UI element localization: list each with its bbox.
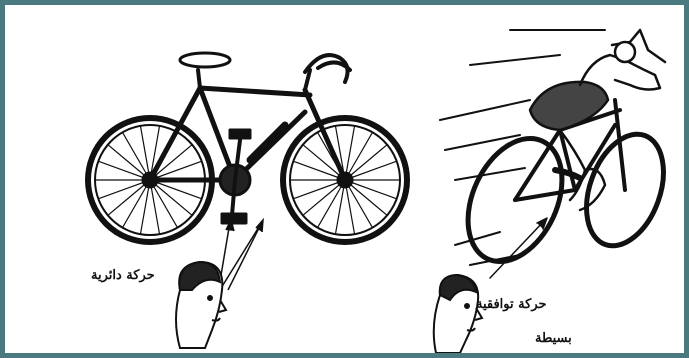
upper-pedal (230, 130, 250, 138)
wheel-spoke (109, 145, 150, 180)
wheel-spoke (99, 180, 150, 198)
motion-lines (440, 30, 605, 265)
frame-pump (250, 125, 285, 160)
handlebars (305, 55, 350, 90)
lower-pedal (222, 214, 246, 223)
wheel-spoke (294, 180, 345, 198)
right-observer-head (434, 275, 482, 353)
wheel-spoke (304, 180, 345, 215)
viewer-sight-lines-left (218, 220, 263, 293)
wheel-spoke (99, 162, 150, 180)
illustration-canvas (5, 5, 684, 353)
caption-circular-motion: حركة دائرية (91, 268, 155, 283)
wheel-spoke (150, 145, 191, 180)
stationary-bicycle (88, 53, 407, 242)
wheel-spoke (345, 180, 396, 198)
left-observer-head (176, 262, 226, 348)
caption-shm-line1: حركة توافقية (476, 297, 547, 312)
wheel-spoke (345, 162, 396, 180)
wheel-spoke (345, 145, 386, 180)
wheel-spoke (345, 180, 386, 215)
caption-shm-line2: بسيطة (535, 331, 572, 346)
viewer-sight-line-right (490, 218, 547, 278)
moving-cyclist (440, 30, 678, 278)
saddle (180, 53, 230, 67)
wheel-spoke (150, 180, 191, 215)
wheel-spoke (109, 180, 150, 215)
wheel-spoke (150, 180, 201, 198)
